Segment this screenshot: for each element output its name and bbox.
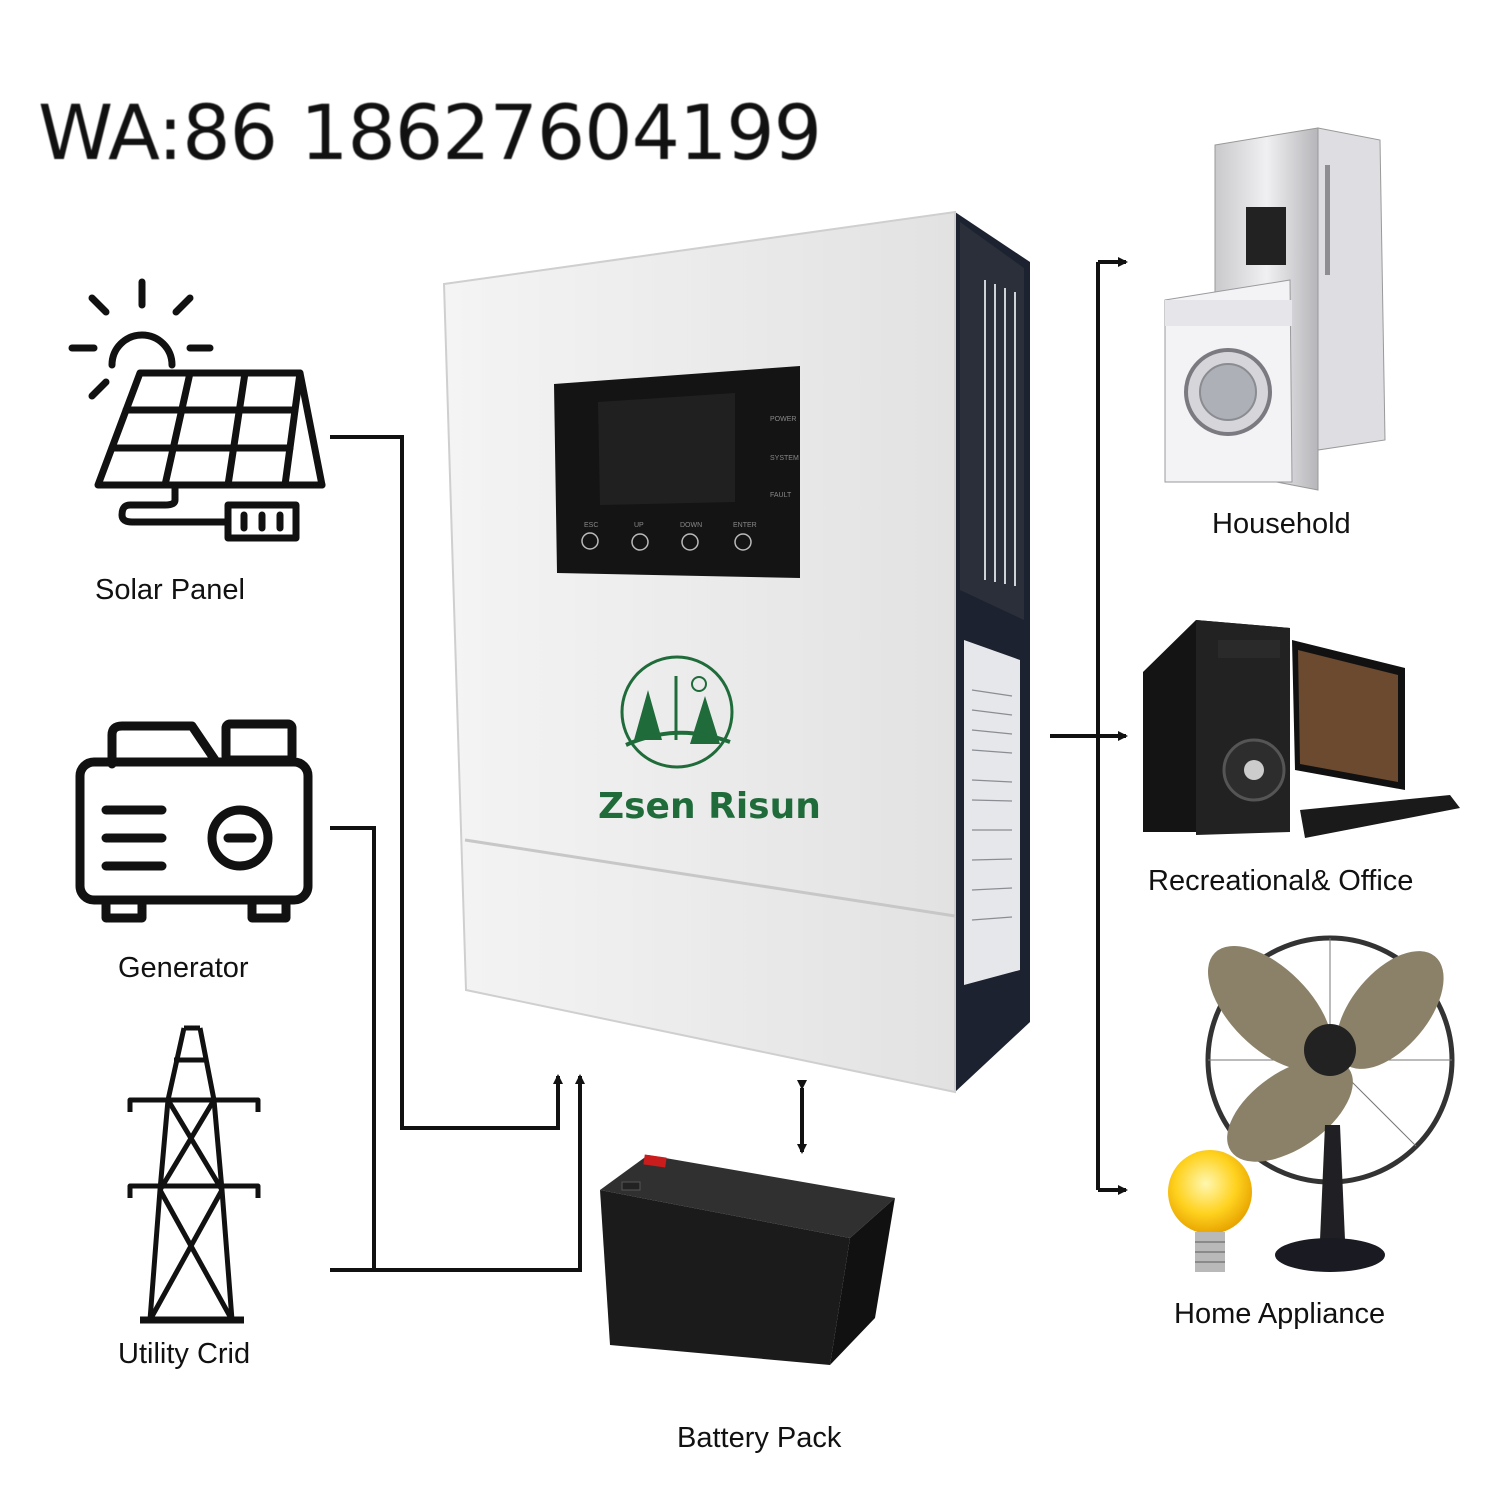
- indicator-power: POWER: [770, 416, 796, 423]
- esc-button[interactable]: [581, 532, 599, 550]
- household-appliances-icon: [1164, 127, 1386, 491]
- label-household: Household: [1212, 508, 1351, 540]
- solar-panel-icon: [68, 278, 326, 542]
- down-button[interactable]: [681, 533, 699, 551]
- output-lines: [1050, 257, 1128, 1195]
- btn-up-label: UP: [634, 522, 644, 529]
- up-button[interactable]: [631, 533, 649, 551]
- inverter-unit: POWER SYSTEM FAULT ESC UP DOWN ENTER: [442, 210, 1030, 1094]
- btn-down-label: DOWN: [680, 522, 702, 529]
- label-battery-pack: Battery Pack: [677, 1422, 842, 1454]
- battery-icon: [600, 1154, 895, 1365]
- indicator-system: SYSTEM: [770, 455, 799, 462]
- brand-name: Zsen Risun: [598, 786, 821, 827]
- computer-icon: [1143, 620, 1460, 838]
- brand-logo: [620, 655, 734, 769]
- btn-esc-label: ESC: [584, 522, 598, 529]
- fan-and-bulb-icon: [1168, 935, 1455, 1272]
- generator-icon: [75, 719, 313, 923]
- label-solar-panel: Solar Panel: [95, 574, 245, 606]
- label-utility-grid: Utility Crid: [118, 1338, 251, 1370]
- label-recreational-office: Recreational& Office: [1148, 865, 1414, 897]
- btn-enter-label: ENTER: [733, 522, 757, 529]
- label-home-appliance: Home Appliance: [1174, 1298, 1386, 1330]
- utility-tower-icon: [127, 1025, 261, 1324]
- enter-button[interactable]: [734, 533, 752, 551]
- whatsapp-contact: WA:86 18627604199: [38, 88, 822, 177]
- indicator-fault: FAULT: [770, 492, 792, 499]
- label-generator: Generator: [118, 952, 249, 984]
- input-lines: [330, 435, 585, 1272]
